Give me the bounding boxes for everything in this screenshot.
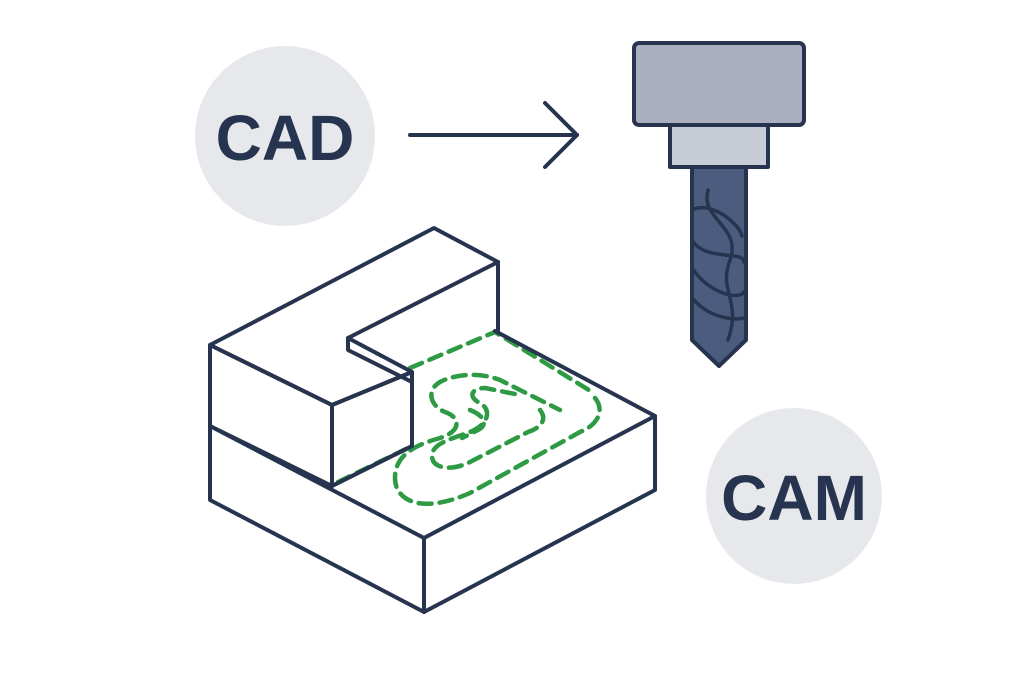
block-outline	[208, 226, 657, 614]
cam-label: CAM	[721, 462, 867, 534]
cam-badge-circle	[706, 408, 882, 584]
tool-holder	[668, 123, 770, 169]
end-mill-tool	[690, 165, 748, 368]
cam-badge: CAM	[706, 408, 882, 584]
tool-flutes	[690, 188, 746, 342]
cad-badge: CAD	[195, 46, 375, 226]
machined-block-icon	[208, 226, 657, 614]
spindle-head	[632, 41, 806, 127]
cad-label: CAD	[216, 102, 355, 174]
right-arrow-icon	[408, 101, 579, 169]
end-mill-spindle-icon	[632, 41, 806, 368]
pocket-floor	[332, 331, 655, 538]
cad-badge-circle	[195, 46, 375, 226]
